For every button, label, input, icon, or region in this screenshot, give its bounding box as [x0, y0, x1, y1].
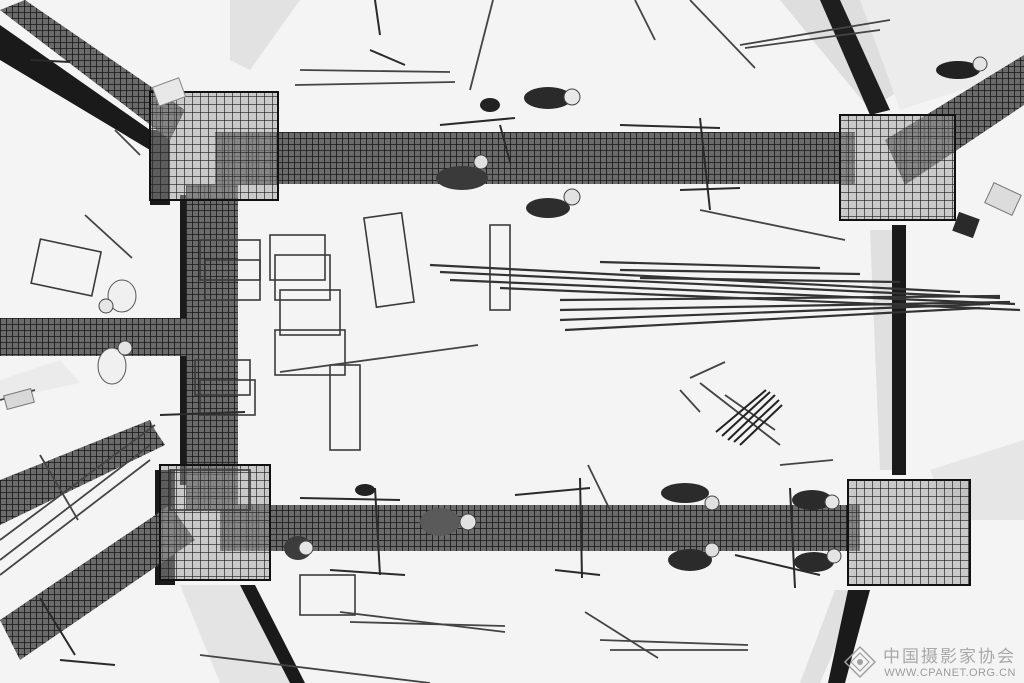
worker [436, 154, 489, 190]
worker [526, 188, 581, 218]
worker [794, 548, 842, 572]
loose-bars [0, 0, 891, 683]
worker [97, 340, 133, 385]
worker [480, 98, 500, 112]
worker [355, 484, 375, 496]
worker [668, 542, 720, 571]
worker [936, 56, 988, 79]
watermark: 中国摄影家协会 WWW.CPANET.ORG.CN [843, 645, 1016, 679]
corner-cages [149, 91, 971, 586]
worker [284, 536, 314, 560]
worker [420, 508, 477, 536]
cpa-logo-icon [843, 645, 877, 679]
worker [792, 490, 840, 510]
worker [661, 483, 720, 511]
watermark-org-name: 中国摄影家协会 [883, 647, 1016, 668]
worker [98, 279, 137, 314]
stirrups [30, 211, 511, 616]
watermark-url: WWW.CPANET.ORG.CN [884, 666, 1016, 679]
rebar-pile [715, 389, 783, 446]
workers [97, 56, 988, 572]
rebar-bundle [429, 260, 1021, 332]
tools [3, 77, 1022, 410]
bar-stands [29, 0, 821, 666]
worker [524, 87, 581, 109]
